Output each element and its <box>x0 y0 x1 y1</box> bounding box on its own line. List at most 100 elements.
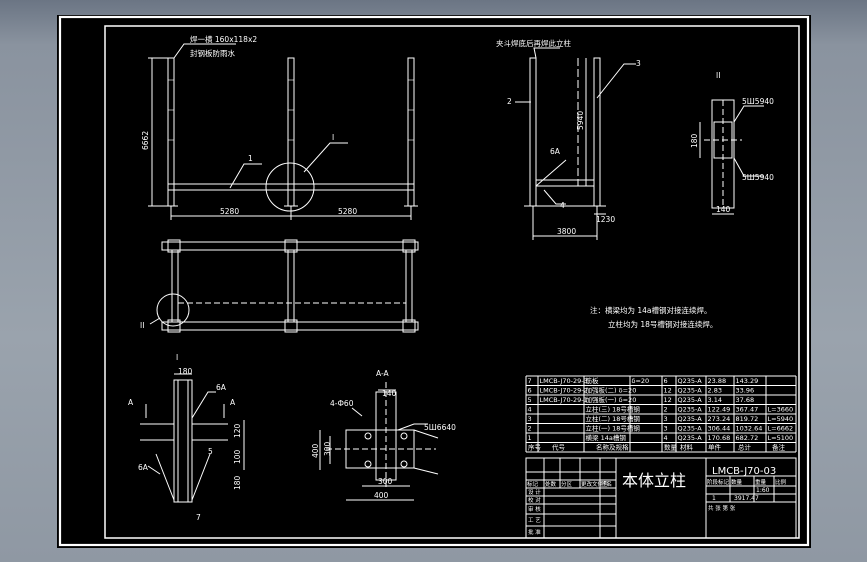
title-block-sheets: 共 张 第 张 <box>708 504 736 512</box>
bom-cell-code: LMCB-J70-29-3 <box>540 377 588 385</box>
side-weld: 6A <box>550 147 561 156</box>
front-elevation <box>148 43 418 220</box>
outer-border <box>58 15 810 547</box>
detail-circle-i <box>265 162 315 212</box>
bom-cell-name: 横梁 14a槽钢 <box>586 433 627 442</box>
elevation-detail-ref: I <box>332 133 334 142</box>
section-ii-weld-top: 5Ш5940 <box>742 97 774 106</box>
title-block-text: 标记处数分区更改文件号签名设 计校 对审 核工 艺批 准阶段标记数量重量比例 <box>527 478 787 536</box>
section-ii-dim-h: 180 <box>690 133 699 148</box>
bom-cell-total: 33.96 <box>736 387 755 395</box>
title-block-mid-header: 重量 <box>755 478 767 486</box>
bom-cell-remark: L=5940 <box>768 415 794 423</box>
bom-cell-total: 367.47 <box>736 406 759 414</box>
note-line-1: 注：横梁均为 14a槽钢对接连续焊。 <box>590 305 712 315</box>
bom-cell-unit: 2.83 <box>708 387 722 395</box>
detail-i-label-a-right: A <box>230 398 236 407</box>
detail-i-title: I <box>176 353 178 362</box>
elevation-dim-right: 5280 <box>338 207 357 216</box>
title-block-rev-header: 更改文件号 <box>581 480 609 488</box>
title-block-rev-header: 分区 <box>561 480 573 488</box>
title-block-mid-header: 比例 <box>775 478 787 486</box>
inner-border <box>104 25 800 539</box>
title-block-scale: 1:60 <box>756 487 770 494</box>
bom-cell-mat: Q235-A <box>678 425 703 433</box>
title-block-rev-header: 处数 <box>545 480 557 488</box>
title-block-drawing-no: LMCB-J70-03 <box>712 466 776 477</box>
bom-cell-code: LMCB-J70-29-1 <box>540 396 588 404</box>
bom-cell-spec: δ=20 <box>632 377 650 385</box>
section-aa-dim-left1: 400 <box>311 443 320 458</box>
bom-cell-total: 1032.64 <box>736 425 763 433</box>
section-aa-dim-bottom1: 300 <box>378 477 393 486</box>
section-ii <box>699 99 764 215</box>
bom-cell-total: 819.72 <box>736 415 759 423</box>
plan-view <box>149 239 419 333</box>
section-aa-weld: 5Ш6640 <box>424 423 456 432</box>
section-aa-title: A-A <box>376 369 390 378</box>
bom-cell-remark: L=6662 <box>768 425 794 433</box>
elevation-dim-left: 5280 <box>220 207 239 216</box>
bom-cell-unit: 170.68 <box>708 434 731 442</box>
side-note: 夹斗焊底后再焊此立柱 <box>496 38 571 48</box>
title-block-rev-header: 标记 <box>527 480 539 488</box>
detail-i-label-7: 7 <box>196 513 201 522</box>
detail-circle-ii <box>156 293 190 327</box>
drawing-sheet <box>57 15 811 548</box>
side-dim-height: 5940 <box>576 111 585 130</box>
bom-cell-qty: 6 <box>664 377 668 385</box>
bom-cell-no: 4 <box>528 406 532 414</box>
bom-cell-mat: Q235-A <box>678 396 703 404</box>
title-block-weight: 3917.47 <box>734 495 759 502</box>
title-block-role: 设 计 <box>528 488 541 496</box>
bom-cell-mat: Q235-A <box>678 377 703 385</box>
detail-i-label-5: 5 <box>208 447 213 456</box>
bom-cell-name: 立柱(一) 18号槽钢 <box>586 424 641 433</box>
bom-cell-unit: 3.14 <box>708 396 722 404</box>
bom-cell-mat: Q235-A <box>678 415 703 423</box>
bom-cell-qty: 12 <box>664 387 672 395</box>
elevation-leader-1: 1 <box>248 154 253 163</box>
section-ii-dim-w: 140 <box>716 205 731 214</box>
bom-cell-mat: Q235-A <box>678 406 703 414</box>
section-ii-title: II <box>716 71 720 80</box>
plan-detail-ref: II <box>140 321 144 330</box>
bom-cell-mat: Q235-A <box>678 387 703 395</box>
side-view <box>515 47 636 240</box>
detail-i-dim-r2: 100 <box>233 449 242 464</box>
detail-i-weld-left: 6A <box>138 463 149 472</box>
section-aa-dim-bottom2: 400 <box>374 491 389 500</box>
section-aa <box>319 382 439 501</box>
bom-header-cell: 数量 <box>664 443 678 452</box>
title-block-mid-header: 数量 <box>731 478 743 486</box>
detail-i-dim-r3: 180 <box>233 475 242 490</box>
bom-cell-name: 加强板(二) δ=20 <box>586 386 637 395</box>
bom-cell-remark: L=5100 <box>768 434 794 442</box>
bom-cell-total: 37.68 <box>736 396 755 404</box>
bom-cell-no: 5 <box>528 396 532 404</box>
detail-i-dim-r1: 120 <box>233 423 242 438</box>
note-line-2: 立柱均为 18号槽钢对接连续焊。 <box>608 319 717 329</box>
detail-i-weld-top: 6A <box>216 383 227 392</box>
title-block-mid-header: 阶段标记 <box>707 478 730 486</box>
section-aa-holes: 4-Ф60 <box>330 399 354 408</box>
bom-cell-qty: 12 <box>664 396 672 404</box>
section-aa-dim-top: 140 <box>382 389 397 398</box>
title-block-qty: 1 <box>712 495 716 502</box>
bom-cell-unit: 273.24 <box>708 415 731 423</box>
title-block-rev-header: 签名 <box>601 480 612 488</box>
bom-cell-code: LMCB-J70-29-2 <box>540 387 588 395</box>
title-block-role: 审 核 <box>528 505 541 513</box>
bom-cell-total: 682.72 <box>736 434 759 442</box>
side-label-2: 2 <box>507 97 512 106</box>
section-ii-weld-bottom: 5Ш5940 <box>742 173 774 182</box>
detail-i-label-a-left: A <box>128 398 134 407</box>
bom-header-cell: 备注 <box>772 443 786 452</box>
bom-header-cell: 材料 <box>680 443 694 452</box>
bom-cell-mat: Q235-A <box>678 434 703 442</box>
bom-cell-no: 6 <box>528 387 532 395</box>
bom-cell-no: 3 <box>528 415 532 423</box>
bom-cell-name: 加强板(一) δ=20 <box>586 395 637 404</box>
